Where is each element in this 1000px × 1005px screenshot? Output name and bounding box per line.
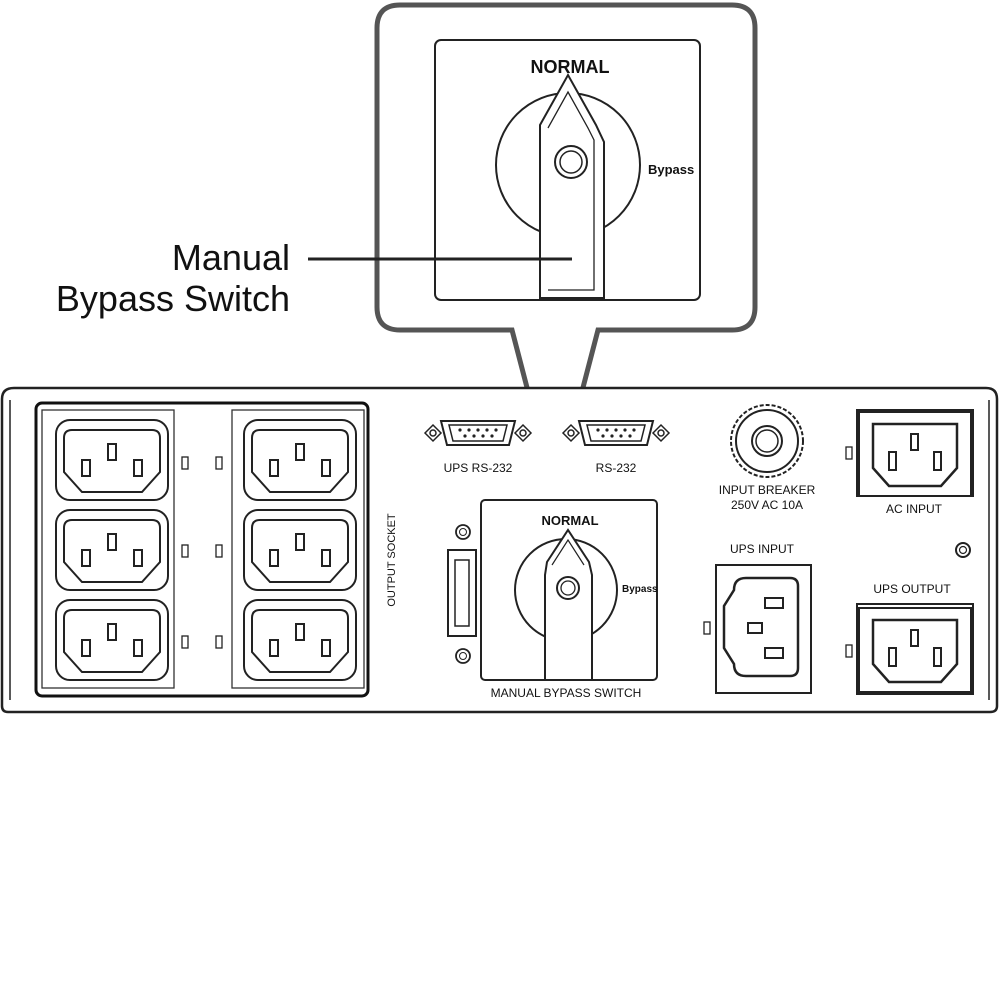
callout-bubble: NORMAL Bypass (374, 2, 758, 505)
rs232-label: RS-232 (596, 461, 637, 475)
callout-normal-label: NORMAL (531, 57, 610, 77)
input-breaker-label: INPUT BREAKER (719, 483, 816, 497)
input-breaker-rating: 250V AC 10A (731, 498, 803, 512)
ups-output-label: UPS OUTPUT (873, 582, 951, 596)
rs232-port[interactable]: RS-232 (562, 420, 670, 475)
ups-rs232-label: UPS RS-232 (444, 461, 513, 475)
output-socket-label: OUTPUT SOCKET (386, 513, 398, 607)
callout-label-line2: Bypass Switch (56, 278, 290, 319)
ups-input-label: UPS INPUT (730, 542, 795, 556)
ac-input: AC INPUT (845, 409, 974, 516)
ups-rs232-port[interactable]: UPS RS-232 (424, 420, 532, 475)
switch-bypass-label: Bypass (622, 584, 658, 595)
ups-input: UPS INPUT (703, 542, 812, 694)
switch-lever (544, 528, 593, 681)
manual-bypass-switch-label: MANUAL BYPASS SWITCH (491, 686, 642, 700)
switch-normal-label: NORMAL (541, 513, 598, 528)
callout-bypass-label: Bypass (648, 162, 694, 177)
manual-bypass-switch[interactable]: NORMAL Bypass MANUAL BYPASS SWITCH (447, 499, 658, 700)
ups-output: UPS OUTPUT (845, 582, 974, 695)
switch-lever-large (539, 72, 605, 299)
ac-input-label: AC INPUT (886, 502, 943, 516)
input-breaker[interactable]: INPUT BREAKER 250V AC 10A (719, 404, 816, 512)
callout-label-line1: Manual (172, 237, 290, 278)
output-socket-block: OUTPUT SOCKET (34, 401, 398, 698)
